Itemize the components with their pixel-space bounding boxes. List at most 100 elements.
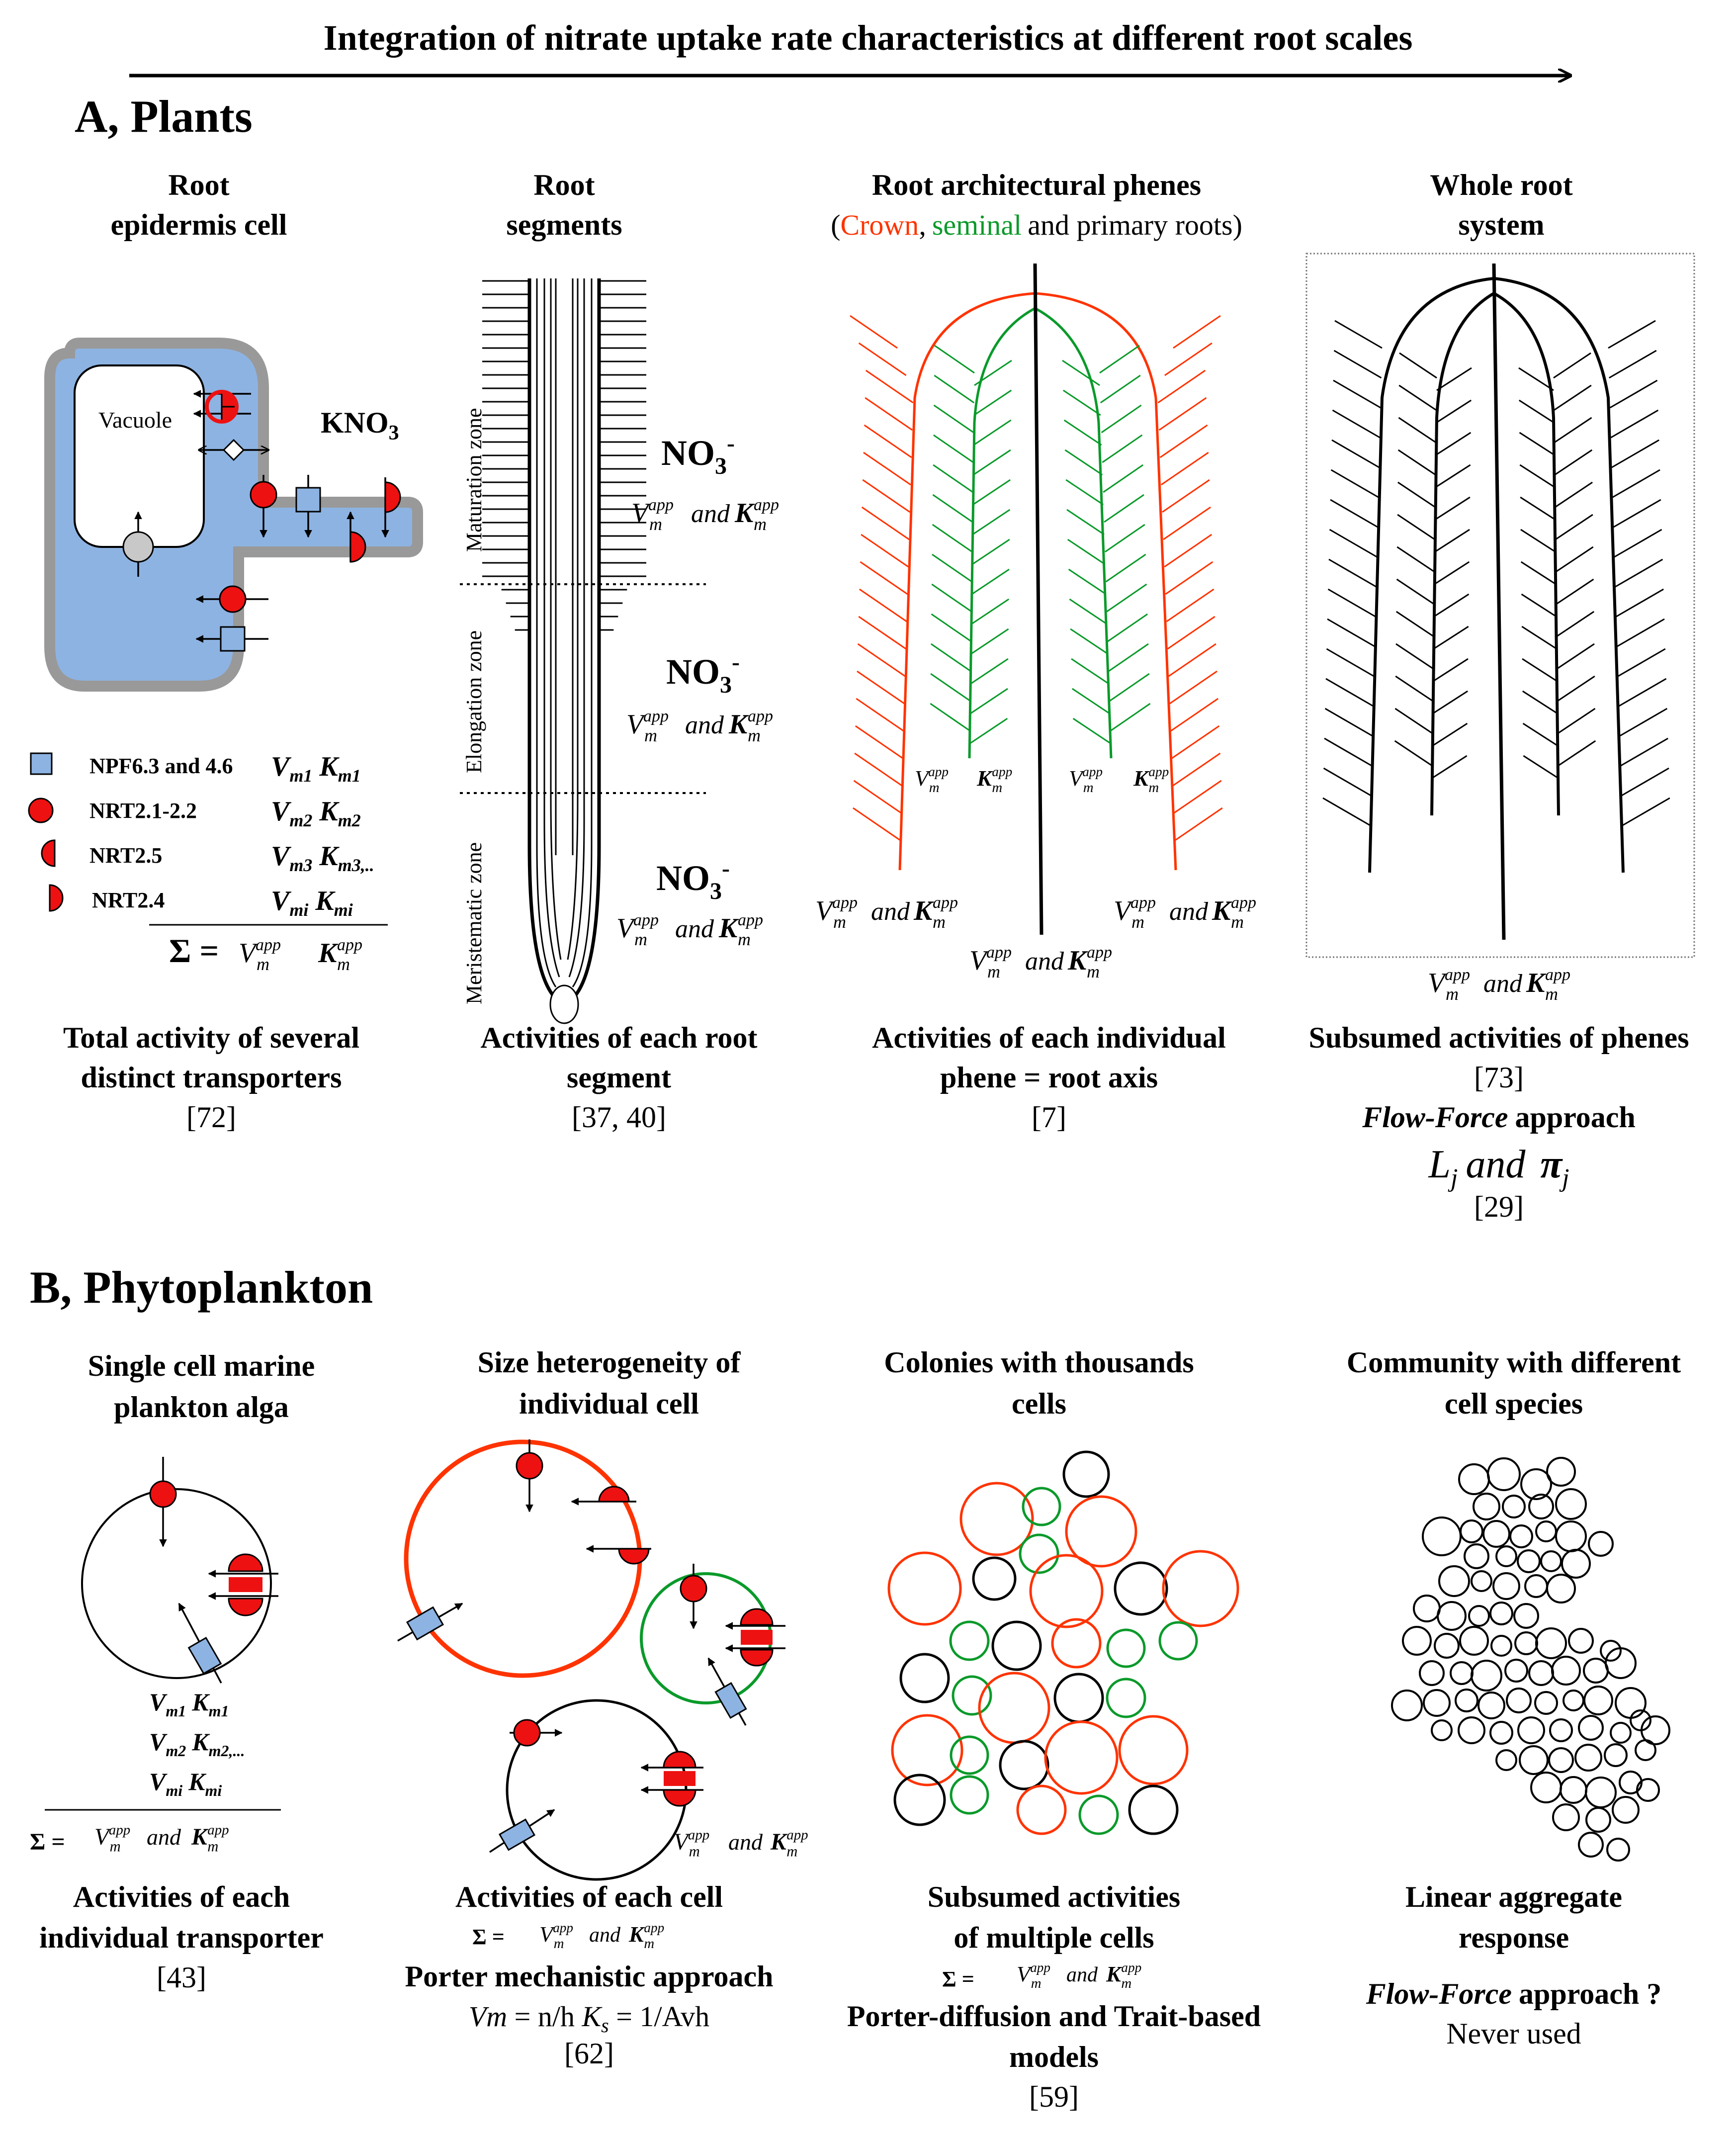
community-cell [1455, 1689, 1478, 1712]
colony-cell [1019, 1533, 1059, 1574]
seminal-lateral [973, 449, 1011, 476]
whole-lateral [1394, 708, 1433, 734]
colony-cell [1044, 1720, 1119, 1795]
seminal-lateral [1103, 464, 1144, 493]
whole-lateral [1398, 417, 1437, 444]
diamond-transporter-icon [222, 439, 245, 461]
whole-lateral [1621, 767, 1669, 797]
seminal-lateral [1062, 389, 1101, 416]
colony-cell [899, 1653, 950, 1703]
crown-lateral [1158, 397, 1207, 431]
crown-lateral [1166, 588, 1215, 623]
crown-lateral [1164, 534, 1213, 568]
whole-lateral [1518, 367, 1554, 391]
colony-cell [1118, 1715, 1189, 1785]
colony-cell [950, 1775, 989, 1815]
colony-cell [950, 1735, 989, 1775]
whole-lateral [1556, 611, 1595, 637]
community-cell [1535, 1627, 1567, 1659]
crown-lateral [1173, 780, 1222, 814]
seminal-lateral [932, 553, 972, 583]
b2-title-line1: Size heterogeneity of [478, 1346, 741, 1379]
community-cell [1495, 1545, 1517, 1567]
svg-text:Σ =: Σ = [30, 1829, 65, 1855]
whole-lateral [1436, 399, 1472, 424]
whole-lateral [1324, 737, 1372, 767]
root-architecture-drawing [850, 263, 1223, 935]
whole-lateral [1395, 611, 1434, 637]
a1-caption-line2: distinct transporters [81, 1061, 342, 1094]
whole-lateral [1555, 481, 1593, 508]
svg-text:and: and [675, 915, 714, 943]
community-cell [1502, 1495, 1526, 1518]
svg-text:NPF6.3 and 4.6: NPF6.3 and 4.6 [89, 754, 233, 778]
whole-lateral [1558, 740, 1596, 767]
whole-lateral [1331, 439, 1380, 468]
community-cell [1615, 1687, 1647, 1719]
whole-lateral [1520, 561, 1557, 585]
community-cell [1506, 1688, 1532, 1713]
b1-ref: [43] [157, 1961, 206, 1994]
whole-lateral [1557, 675, 1595, 702]
whole-lateral [1330, 469, 1379, 498]
seminal-lateral [1071, 658, 1109, 685]
seminal-lateral [933, 464, 973, 493]
whole-lateral [1433, 625, 1469, 650]
a2-params-3: and [616, 911, 763, 949]
whole-lateral [1522, 690, 1558, 714]
nrt24-icon-lower [349, 531, 366, 563]
b3-title-line2: cells [1012, 1387, 1066, 1420]
whole-lateral [1609, 350, 1657, 379]
a2-params-1: and [631, 496, 779, 534]
crown-lateral [861, 534, 909, 568]
community-cell [1528, 1660, 1554, 1686]
whole-lateral [1334, 320, 1383, 349]
community-cell [1517, 1716, 1545, 1744]
colony-cell [1053, 1673, 1104, 1723]
colony-cell [1078, 1794, 1119, 1835]
crown-lateral [1165, 561, 1214, 595]
whole-lateral [1435, 432, 1472, 456]
community-cell [1402, 1626, 1432, 1656]
community-cell [1561, 1549, 1591, 1579]
whole-lateral [1333, 350, 1382, 379]
crown-lateral [863, 451, 911, 486]
crown-lateral [860, 561, 908, 595]
community-cell [1495, 1749, 1517, 1771]
seminal-lateral [933, 404, 974, 434]
colony-cell [1158, 1621, 1198, 1661]
seminal-lateral [932, 494, 973, 523]
whole-lateral [1615, 558, 1663, 588]
seminal-lateral [970, 628, 1009, 655]
community-cell [1585, 1777, 1617, 1808]
b2-equation: Vm = n/h Ks = 1/Avh [469, 2000, 709, 2037]
crown-lateral [858, 616, 907, 650]
svg-text:and: and [728, 1829, 763, 1855]
svg-text:NRT2.4: NRT2.4 [92, 888, 165, 912]
a2-title-line2: segments [506, 208, 622, 241]
community-cell [1578, 1715, 1604, 1741]
b4-title-line1: Community with different [1347, 1346, 1681, 1379]
colony-cell [1114, 1561, 1168, 1616]
b3-ref: [59] [1029, 2080, 1079, 2113]
b4-caption-line2: response [1459, 1921, 1569, 1954]
seminal-lateral [1107, 613, 1148, 642]
zone-meristematic: Meristematic zone [462, 842, 486, 1004]
whole-lateral [1521, 625, 1558, 650]
seminal-lateral [972, 479, 1011, 506]
whole-lateral [1619, 708, 1668, 737]
crown-lateral [1173, 315, 1221, 349]
seminal-lateral [1106, 583, 1147, 613]
colony-cell [959, 1482, 1034, 1556]
crown-lateral [1159, 424, 1208, 458]
seminal-lateral [1104, 494, 1144, 523]
community-cell [1574, 1744, 1602, 1772]
community-cell [1583, 1686, 1613, 1715]
colony-cell [972, 1556, 1017, 1601]
whole-lateral [1432, 690, 1469, 714]
seminal-lateral [1102, 434, 1143, 463]
seminal-lateral [1110, 703, 1151, 732]
community-cell [1391, 1690, 1423, 1721]
a3-title-line1: Root architectural phenes [872, 169, 1201, 201]
b4-caption-line1: Linear aggregate [1405, 1880, 1622, 1913]
